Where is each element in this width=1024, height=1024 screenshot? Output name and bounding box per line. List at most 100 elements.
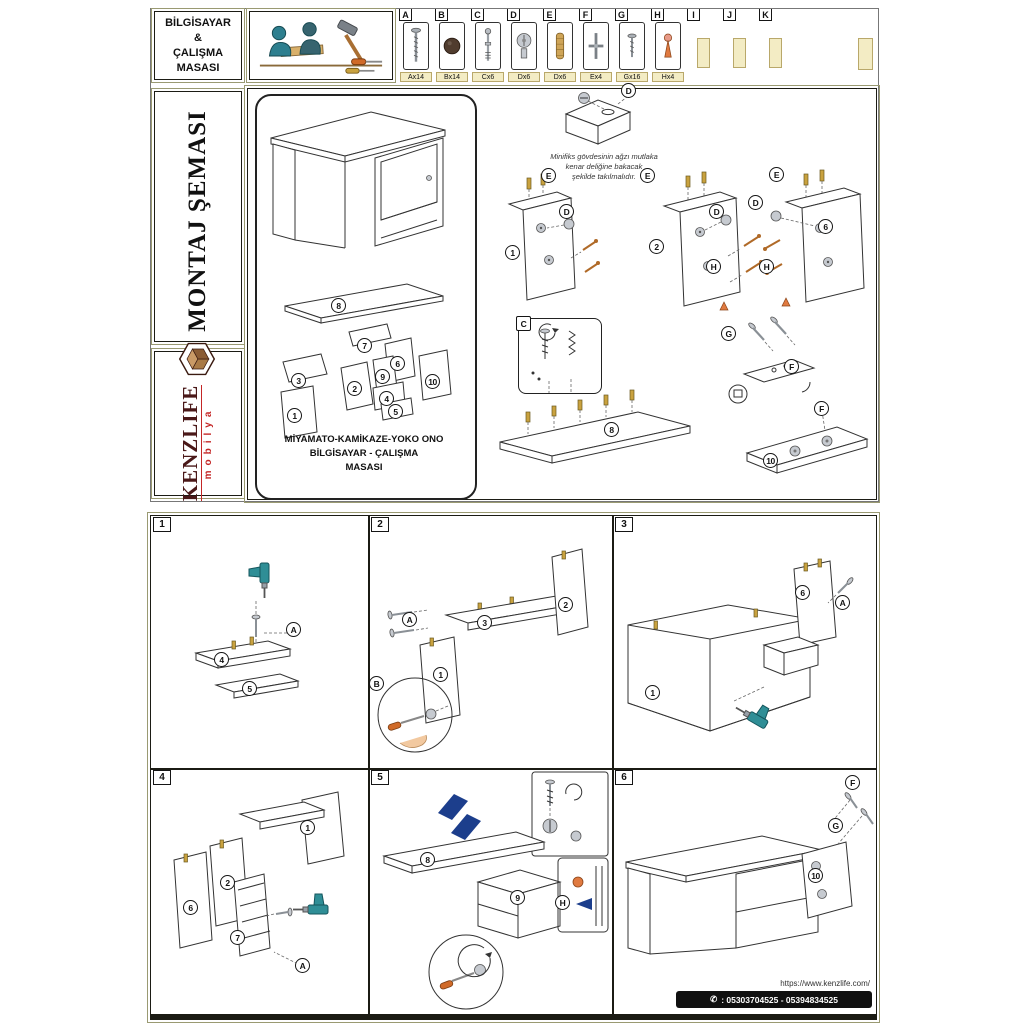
part-callout-4: 4	[379, 391, 394, 406]
hardware-qty: Dx6	[508, 72, 540, 82]
screwdriver-icon	[351, 58, 383, 66]
small-screw-icon	[619, 22, 645, 70]
part-callout-2: 2	[558, 597, 573, 612]
phone-icon: ✆	[710, 994, 718, 1004]
step-number-1: 1	[153, 517, 171, 532]
screwdriver-icon	[345, 67, 375, 74]
hardware-callout-h: H	[555, 895, 570, 910]
title-line: ÇALIŞMA	[172, 46, 224, 59]
brand-name: KENZLIFE	[178, 384, 202, 502]
long-screw-icon	[403, 22, 429, 70]
step-number-3: 3	[615, 517, 633, 532]
hardware-qty: Cx6	[472, 72, 504, 82]
hardware-callout-e: E	[541, 168, 556, 183]
minifiks-detail-diagram	[564, 92, 632, 145]
part-callout-1: 1	[505, 245, 520, 260]
hardware-item-j: J	[722, 8, 758, 84]
hardware-item-h: H Hx4	[650, 8, 686, 84]
part-callout-2: 2	[220, 875, 235, 890]
tools-clipart	[246, 8, 396, 83]
tools-illustration	[259, 19, 383, 74]
part-callout-3: 3	[477, 615, 492, 630]
hardware-item-k: K	[758, 8, 794, 84]
part-callout-10: 10	[808, 868, 823, 883]
part-callout-8: 8	[331, 298, 346, 313]
part-callout-5: 5	[242, 681, 257, 696]
hardware-callout-d: D	[621, 83, 636, 98]
part-callout-7: 7	[357, 338, 372, 353]
part-callout-1: 1	[645, 685, 660, 700]
step-3-diagram	[627, 558, 854, 732]
hardware-callout-d: D	[748, 195, 763, 210]
hardware-callout-g: G	[721, 326, 736, 341]
hardware-item-g: G Gx16	[614, 8, 650, 84]
product-title-box: BİLGİSAYAR & ÇALIŞMA MASASI	[151, 8, 245, 83]
hammer-icon	[337, 19, 363, 61]
hardware-item-e: E Dx6	[542, 8, 578, 84]
hardware-callout-d: D	[559, 204, 574, 219]
hardware-callout-b: B	[369, 676, 384, 691]
brand-hexagon-icon	[178, 342, 216, 375]
panel-1-diagram	[507, 173, 600, 301]
hardware-callout-e: E	[769, 167, 784, 182]
part-callout-1: 1	[300, 820, 315, 835]
drill-icon	[248, 562, 270, 598]
wood-dowel-icon	[547, 22, 573, 70]
grid-divider	[150, 768, 877, 770]
step-number-2: 2	[371, 517, 389, 532]
drill-icon	[293, 893, 329, 915]
hardware-qty: Hx4	[652, 72, 684, 82]
hardware-callout-f: F	[845, 775, 860, 790]
brand-subtitle: mobilya	[201, 384, 215, 502]
panel-8-diagram	[499, 389, 691, 464]
montaj-semasi-title: MONTAJ ŞEMASI	[184, 110, 211, 332]
hardware-callout-c: C	[516, 316, 531, 331]
part-callout-2: 2	[347, 381, 362, 396]
hardware-callout-f: F	[784, 359, 799, 374]
product-name-line: MİYAMATO-KAMİKAZE-YOKO ONO	[284, 434, 444, 445]
step-1-diagram	[194, 562, 300, 699]
step-number-5: 5	[371, 770, 389, 785]
step-number-6: 6	[615, 770, 633, 785]
part-callout-6: 6	[390, 356, 405, 371]
step-number-4: 4	[153, 770, 171, 785]
cover-cap-icon	[655, 22, 681, 70]
blank-tab	[858, 38, 873, 70]
hardware-qty: Ex4	[580, 72, 612, 82]
product-name-line: MASASI	[345, 462, 383, 473]
brand-logo: KENZLIFE mobilya	[177, 342, 217, 502]
hardware-callout-a: A	[286, 622, 301, 637]
grid-divider	[612, 515, 614, 1020]
panel-10-diagram	[745, 410, 869, 474]
part-callout-5: 5	[388, 404, 403, 419]
hardware-callout-e: E	[640, 168, 655, 183]
blank-tab	[733, 38, 746, 68]
part-callout-8: 8	[604, 422, 619, 437]
part-callout-6: 6	[795, 585, 810, 600]
hardware-callout-g: G	[828, 818, 843, 833]
blank-tab	[769, 38, 782, 68]
product-name-line: BİLGİSAYAR - ÇALIŞMA	[309, 448, 419, 459]
part-callout-9: 9	[510, 890, 525, 905]
hardware-callout-h: H	[759, 259, 774, 274]
brand-logo-box: KENZLIFE mobilya	[151, 342, 245, 502]
hardware-letter: E	[543, 8, 556, 21]
phone-numbers: : 05303704525 - 05394834525	[721, 994, 838, 1005]
part-callout-10: 10	[763, 453, 778, 468]
website-url: https://www.kenzlife.com/	[780, 979, 870, 988]
round-cap-icon	[439, 22, 465, 70]
blank-tab	[697, 38, 710, 68]
montaj-semasi-box: MONTAJ ŞEMASI	[151, 88, 245, 345]
hardware-callout-a: A	[295, 958, 310, 973]
title-line: MASASI	[176, 61, 220, 74]
part-callout-7: 7	[230, 930, 245, 945]
phone-bar: ✆ : 05303704525 - 05394834525	[676, 991, 872, 1008]
hardware-item-a: A Ax14	[398, 8, 434, 84]
hardware-qty: Ax14	[400, 72, 432, 82]
c-detail-box	[518, 318, 602, 394]
hardware-callout-a: A	[835, 595, 850, 610]
step-2-diagram	[377, 548, 589, 753]
part-callout-2: 2	[649, 239, 664, 254]
panel-2-diagram	[662, 171, 763, 311]
part-callout-4: 4	[214, 652, 229, 667]
